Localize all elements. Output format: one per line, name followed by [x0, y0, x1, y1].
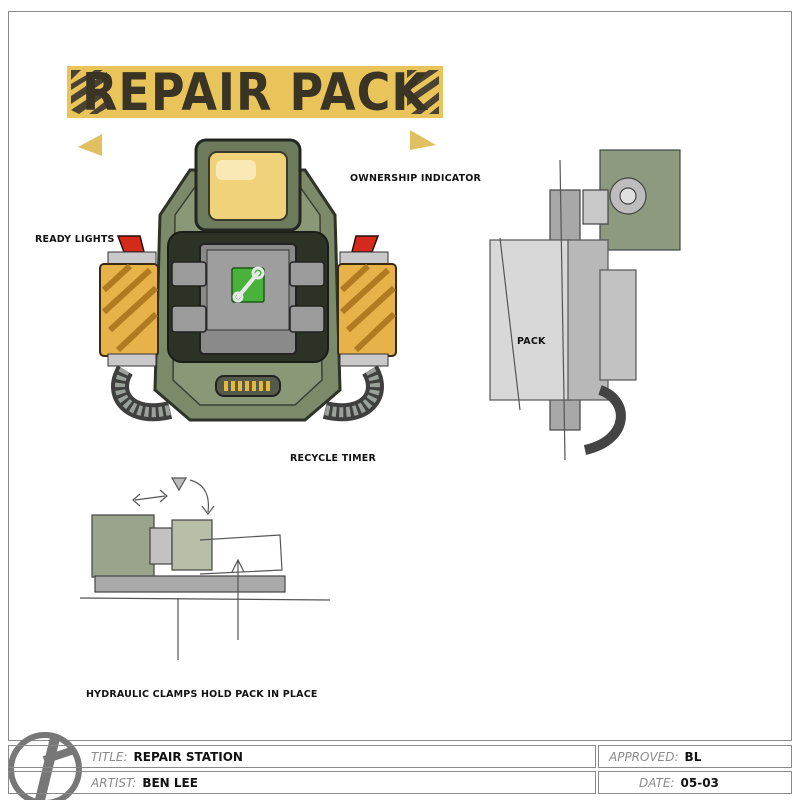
- sheet-frame: [8, 11, 792, 741]
- callout-recycle-timer: RECYCLE TIMER: [290, 453, 377, 464]
- title-value: REPAIR STATION: [133, 749, 243, 764]
- repair-pack-front-view: [99, 138, 397, 422]
- approved-value: BL: [684, 749, 702, 764]
- date-key: DATE:: [639, 775, 675, 790]
- left-arrow-icon: [78, 134, 102, 156]
- right-arrow-icon: [410, 130, 436, 150]
- callout-ready-lights: READY LIGHTS: [35, 234, 115, 245]
- title-row: TITLE: REPAIR STATION: [8, 745, 596, 768]
- callout-ownership-indicator: OWNERSHIP INDICATOR: [350, 173, 482, 184]
- recycle-timer-bars: [224, 381, 270, 391]
- banner-title: REPAIR PACK: [82, 61, 428, 123]
- date-row: DATE: 05-03: [598, 771, 792, 794]
- right-ready-light: [351, 235, 380, 253]
- title-key: TITLE:: [91, 749, 128, 764]
- callout-pack: PACK: [517, 336, 546, 347]
- date-value: 05-03: [680, 775, 719, 790]
- approved-key: APPROVED:: [609, 749, 679, 764]
- callout-hydraulic-clamps: HYDRAULIC CLAMPS HOLD PACK IN PLACE: [86, 689, 318, 700]
- artist-key: ARTIST:: [91, 775, 137, 790]
- left-ready-light: [116, 235, 145, 253]
- artist-row: ARTIST: BEN LEE: [8, 771, 596, 794]
- banner: REPAIR PACK: [67, 61, 443, 123]
- studio-logo-icon: [8, 732, 82, 800]
- artist-value: BEN LEE: [142, 775, 198, 790]
- hydraulic-clamp-sketch: [79, 477, 331, 660]
- side-view-sketch: [489, 149, 681, 461]
- wrench-icon: [232, 266, 265, 303]
- banner-background: [67, 66, 443, 118]
- approved-row: APPROVED: BL: [598, 745, 792, 768]
